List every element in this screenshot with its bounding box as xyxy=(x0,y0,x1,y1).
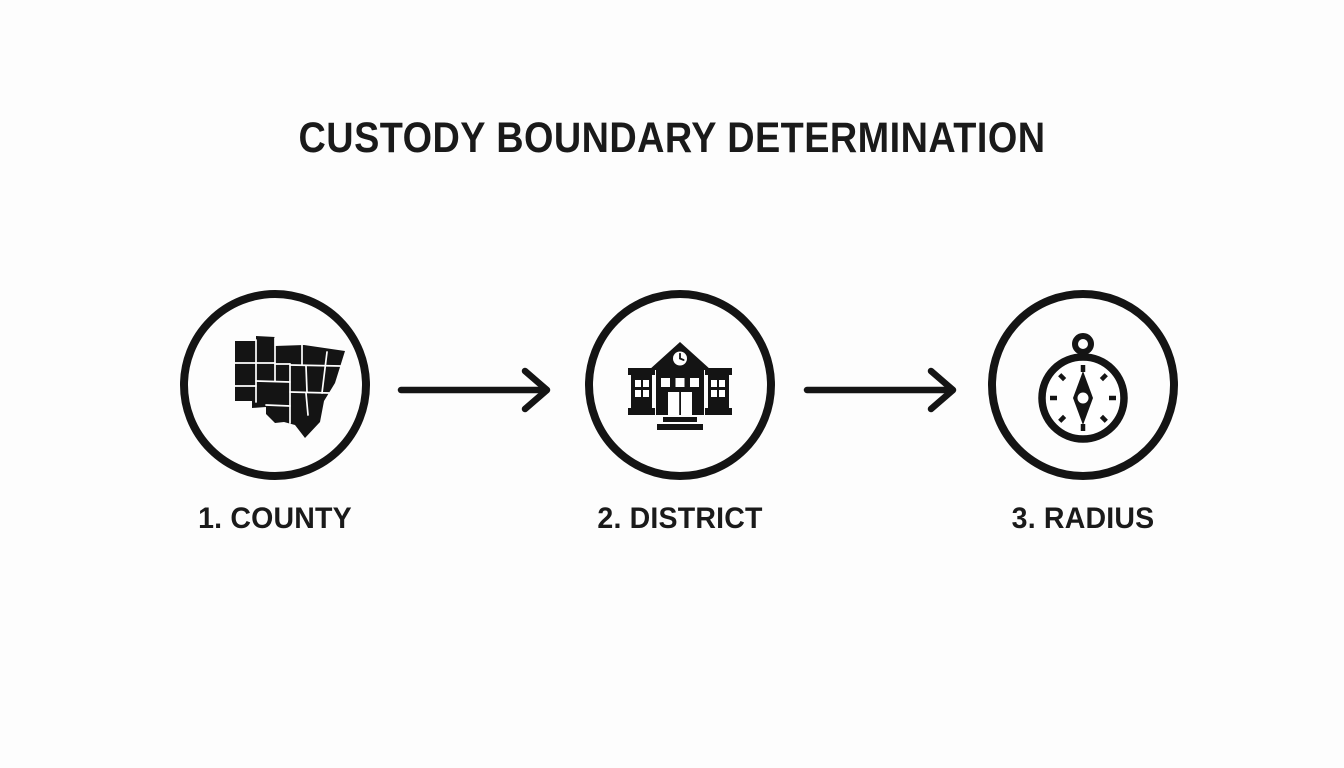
step-circle-district xyxy=(585,290,775,480)
step-county: 1. COUNTY xyxy=(180,290,370,535)
step-label-district: 2. DISTRICT xyxy=(597,502,763,535)
arrow-right-icon xyxy=(397,367,551,413)
step-label-county: 1. COUNTY xyxy=(198,502,352,535)
compass-icon xyxy=(1038,333,1128,443)
step-circle-county xyxy=(180,290,370,480)
step-district: 2. DISTRICT xyxy=(585,290,775,535)
step-circle-radius xyxy=(988,290,1178,480)
step-label-radius: 3. RADIUS xyxy=(1011,502,1155,535)
school-building-icon xyxy=(628,342,732,430)
diagram-title: CUSTODY BOUNDARY DETERMINATION xyxy=(298,114,1046,162)
step-radius: 3. RADIUS xyxy=(988,290,1178,535)
arrow-right-icon xyxy=(803,367,957,413)
county-map-icon xyxy=(234,336,345,438)
